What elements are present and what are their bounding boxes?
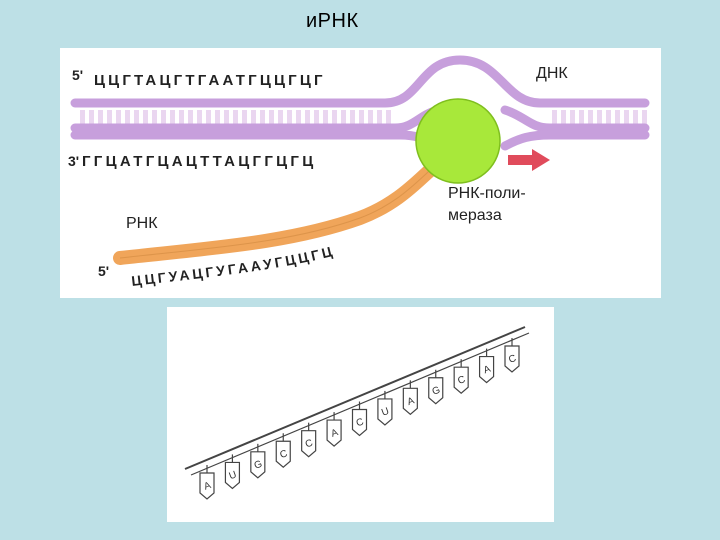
- dna-rung: [341, 110, 346, 124]
- mrna-base-letter: C: [278, 448, 289, 461]
- mrna-base-letter: A: [330, 427, 340, 440]
- label-dna: ДНК: [536, 65, 568, 82]
- dna-rung: [242, 110, 247, 124]
- dna-rung: [188, 110, 193, 124]
- mrna-strand-diagram: A U G C C A C U A G C A C: [167, 307, 554, 522]
- dna-bottom-prime: 3': [68, 153, 79, 169]
- dna-rung: [588, 110, 593, 124]
- mrna-base-letter: C: [304, 438, 315, 451]
- mrna-base: G: [250, 443, 266, 479]
- dna-rung: [606, 110, 611, 124]
- dna-rung: [260, 110, 265, 124]
- dna-rung: [269, 110, 274, 124]
- mrna-base: G: [428, 369, 444, 405]
- dna-rung: [350, 110, 355, 124]
- dna-rung: [215, 110, 220, 124]
- dna-strand-2-right: [500, 105, 650, 133]
- mrna-base: A: [199, 465, 215, 500]
- mrna-base-letter: C: [456, 374, 467, 387]
- dna-rung: [597, 110, 602, 124]
- mrna-base-letter: A: [482, 364, 492, 377]
- dna-rung: [278, 110, 283, 124]
- dna-base-pair-rungs: [80, 110, 647, 124]
- mrna-base-letter: G: [253, 459, 264, 472]
- dna-rung: [233, 110, 238, 124]
- mrna-backbone-outer: [184, 326, 526, 470]
- dna-top-strand: [70, 55, 650, 108]
- dna-rung: [161, 110, 166, 124]
- mrna-base-letter: A: [406, 395, 416, 408]
- mrna-base: C: [351, 401, 368, 437]
- transcription-diagram: 5' ЦЦГТАЦГТГААТГЦЦГЦГ 3' ГГЦАТГЦАЦТТАЦГГ…: [60, 48, 661, 298]
- mrna-base-letter: U: [228, 469, 239, 482]
- dna-rung: [368, 110, 373, 124]
- mrna-base-letter: C: [507, 353, 518, 366]
- dna-rung: [143, 110, 148, 124]
- direction-arrow: [508, 149, 550, 171]
- label-polymerase-line1: РНК-поли-: [448, 185, 526, 202]
- dna-rung: [552, 110, 557, 124]
- dna-rung: [179, 110, 184, 124]
- dna-rung: [323, 110, 328, 124]
- dna-rung: [89, 110, 94, 124]
- dna-rung: [170, 110, 175, 124]
- dna-rung: [296, 110, 301, 124]
- mrna-base: C: [275, 433, 291, 469]
- dna-rung: [125, 110, 130, 124]
- dna-rung: [305, 110, 310, 124]
- dna-bottom-strand: [70, 130, 445, 153]
- dna-rung: [206, 110, 211, 124]
- dna-rung: [359, 110, 364, 124]
- mrna-base: C: [453, 359, 469, 394]
- mrna-base-letter: U: [380, 406, 391, 419]
- mrna-base: C: [301, 422, 317, 458]
- dna-rung: [251, 110, 256, 124]
- dna-rung: [107, 110, 112, 124]
- dna-rung: [224, 110, 229, 124]
- mrna-base: A: [478, 348, 495, 384]
- mrna-base: U: [377, 390, 393, 426]
- dna-rung: [197, 110, 202, 124]
- dna-rung: [615, 110, 620, 124]
- dna-rung: [633, 110, 638, 124]
- transcription-svg: 5' ЦЦГТАЦГТГААТГЦЦГЦГ 3' ГГЦАТГЦАЦТТАЦГГ…: [68, 55, 650, 289]
- dna-top-prime: 5': [72, 67, 83, 83]
- mrna-base-letter: A: [202, 480, 212, 493]
- dna-bottom-sequence: ГГЦАТГЦАЦТТАЦГГЦГЦ: [82, 153, 316, 170]
- dna-top-sequence: ЦЦГТАЦГТГААТГЦЦГЦГ: [94, 72, 326, 89]
- dna-rung: [80, 110, 85, 124]
- dna-rung: [386, 110, 391, 124]
- dna-rung: [152, 110, 157, 124]
- dna-rung: [116, 110, 121, 124]
- dna-rung: [579, 110, 584, 124]
- mrna-base: U: [224, 454, 241, 490]
- mrna-bases: A U G C C A C U A G C A C: [199, 338, 520, 500]
- dna-rung: [642, 110, 647, 124]
- dna-rung: [314, 110, 319, 124]
- dna-rung: [377, 110, 382, 124]
- dna-rung: [624, 110, 629, 124]
- dna-rung: [98, 110, 103, 124]
- mrna-base-letter: C: [355, 417, 366, 430]
- mrna-base-letter: G: [431, 385, 442, 398]
- dna-rung: [570, 110, 575, 124]
- rna-polymerase: [415, 98, 501, 184]
- label-polymerase-line2: мераза: [448, 207, 502, 224]
- dna-rung: [134, 110, 139, 124]
- rna-strand: [113, 159, 442, 265]
- slide-title: иРНК: [306, 10, 359, 32]
- dna-rung: [287, 110, 292, 124]
- label-rna: РНК: [126, 215, 158, 232]
- mrna-strand-svg: A U G C C A C U A G C A C: [184, 326, 530, 500]
- dna-rung: [332, 110, 337, 124]
- mrna-base: A: [326, 412, 342, 447]
- dna-rung: [561, 110, 566, 124]
- mrna-base: A: [402, 380, 418, 416]
- mrna-base: C: [504, 338, 520, 373]
- rna-prime: 5': [98, 263, 109, 279]
- dna-bottom-strand-right: [500, 130, 650, 151]
